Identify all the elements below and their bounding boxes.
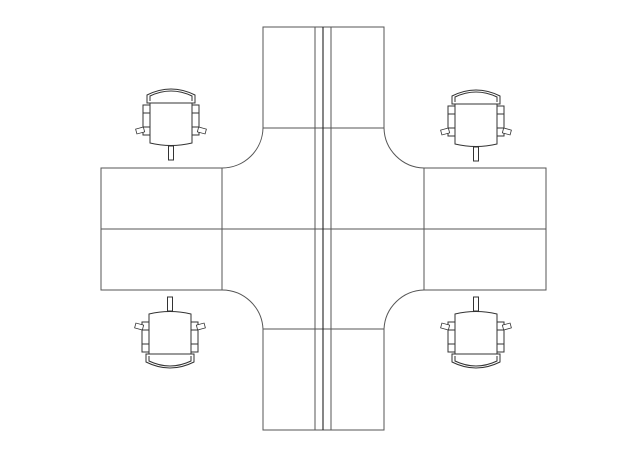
chair-bottom-left xyxy=(134,296,206,369)
center-divider-panel xyxy=(314,27,332,430)
chair-top-right xyxy=(440,89,512,162)
workstation-outline xyxy=(100,26,547,431)
chair-top-left xyxy=(135,88,207,161)
chair-bottom-right xyxy=(440,296,512,369)
